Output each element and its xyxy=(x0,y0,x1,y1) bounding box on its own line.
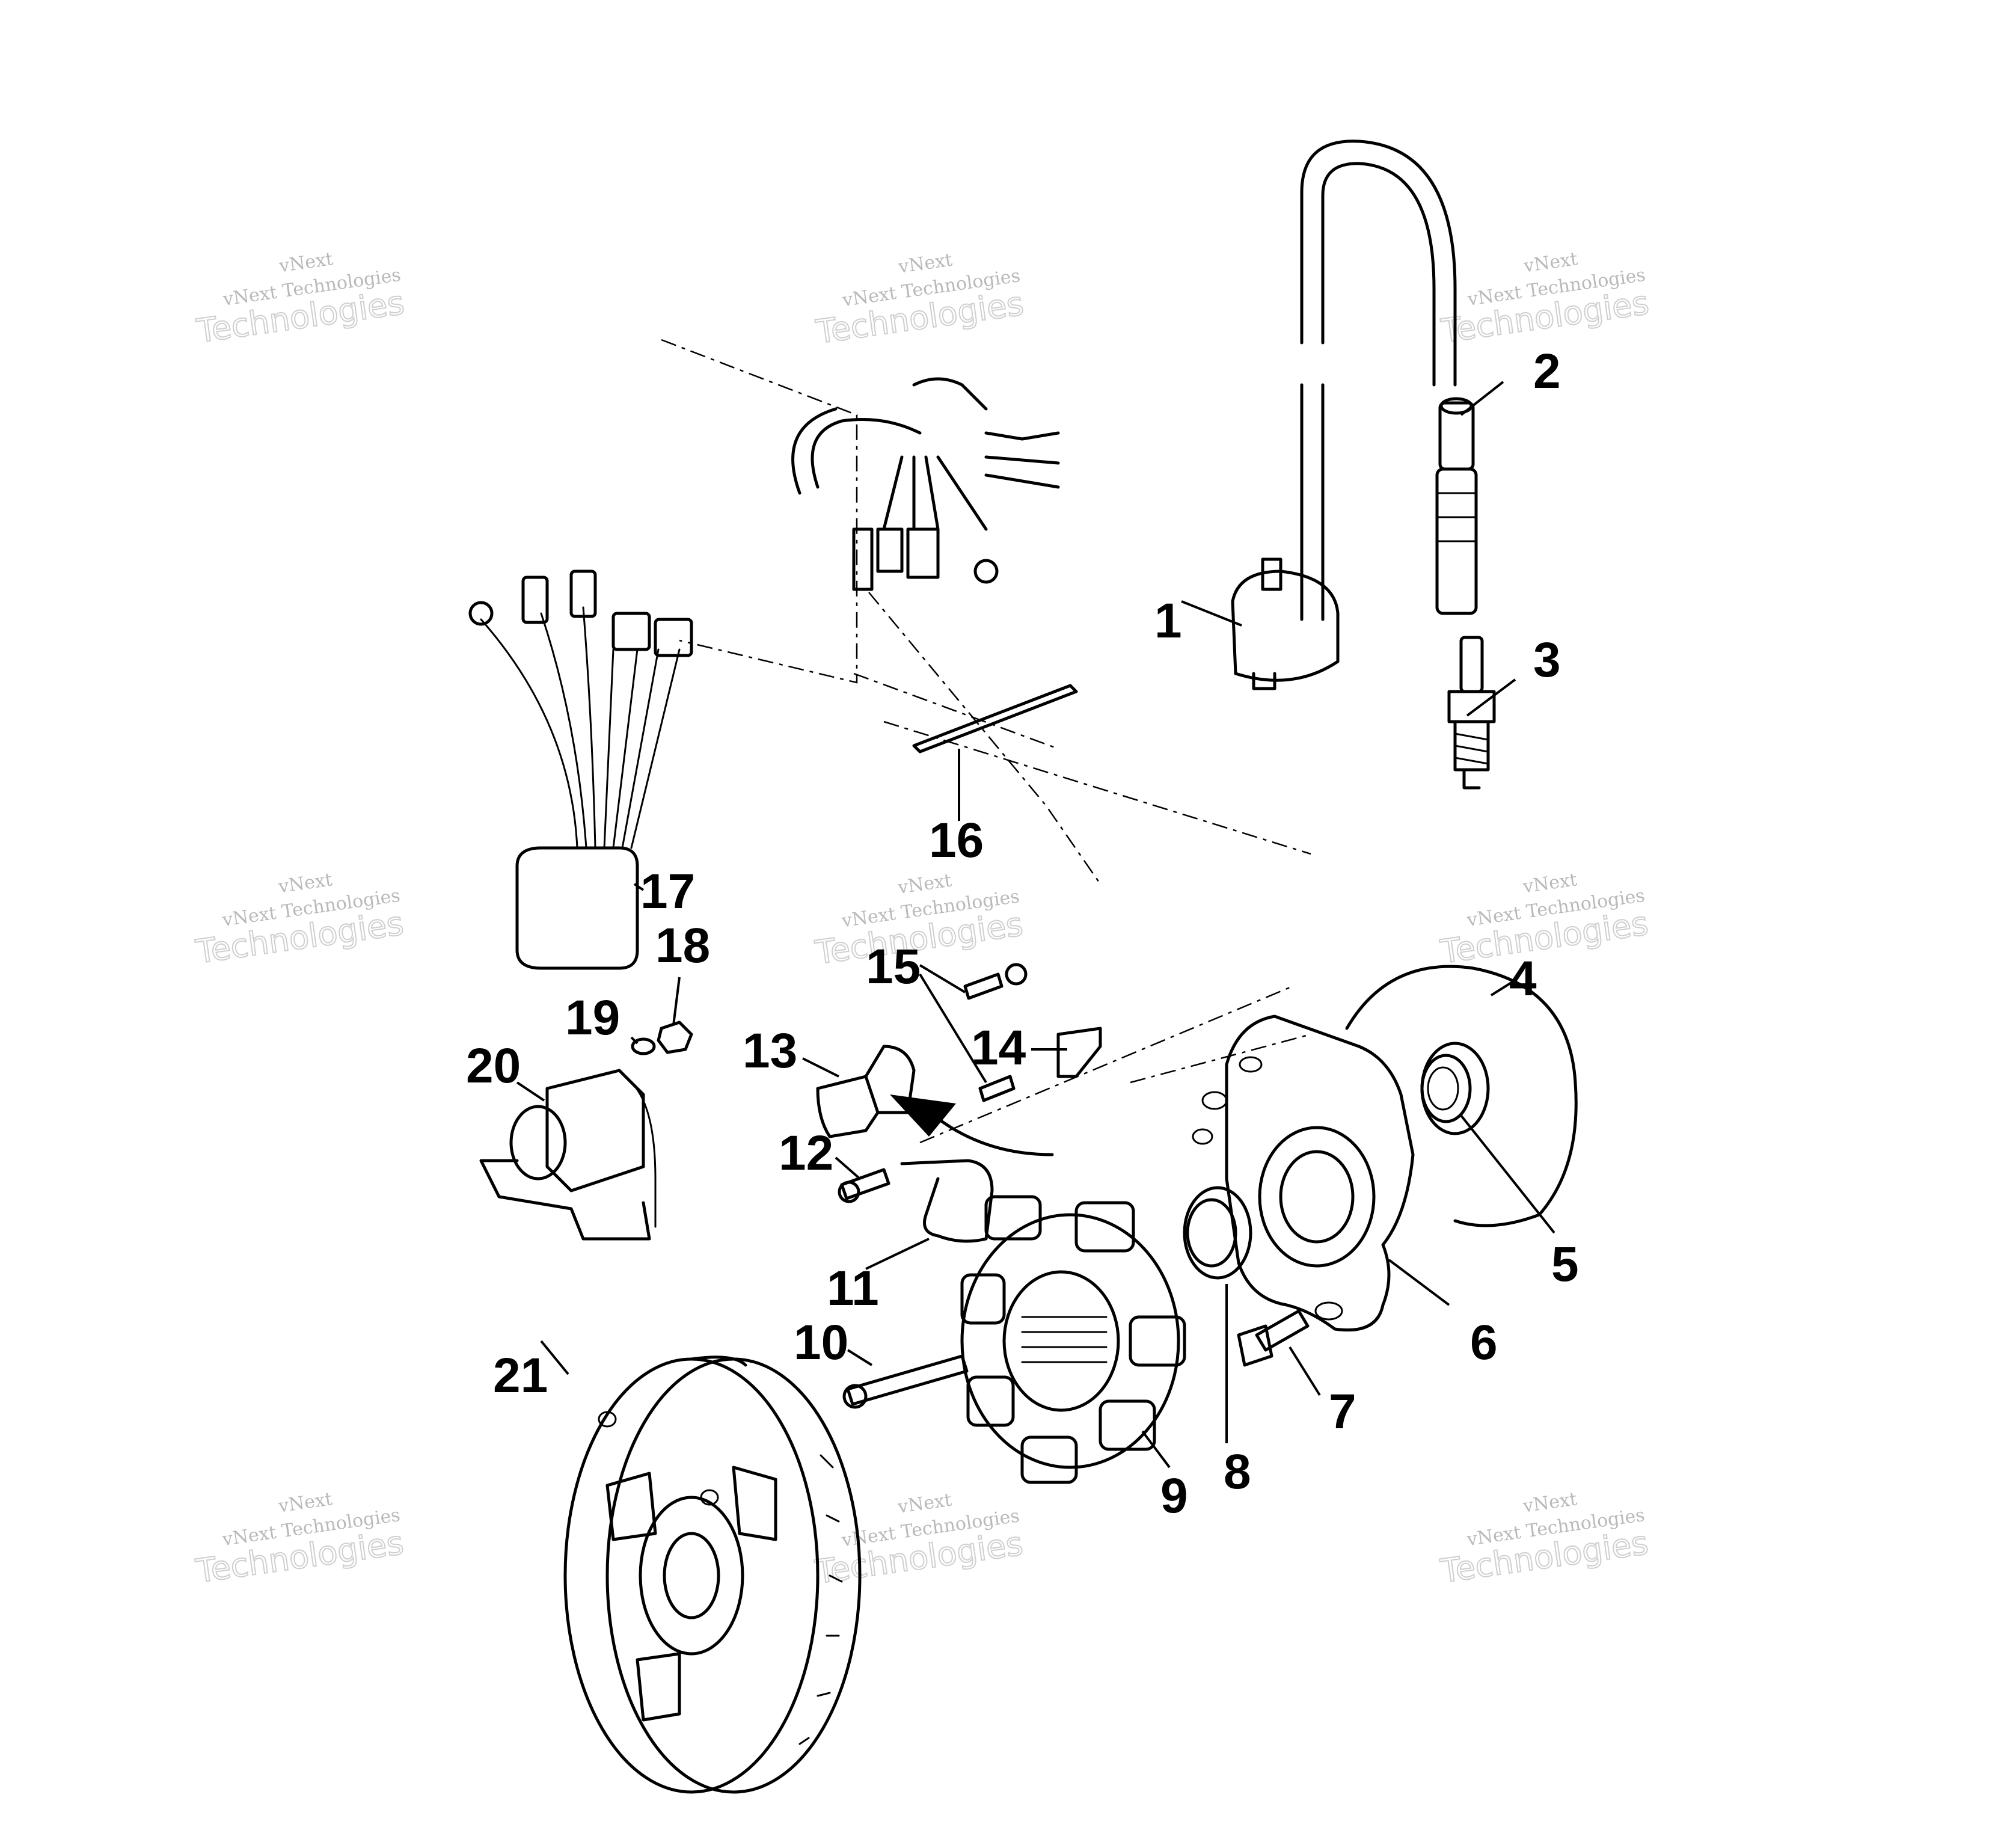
watermark-mid-left: vNext vNext Technologies Technologies xyxy=(193,869,406,971)
callout-14-label: 14 xyxy=(971,1021,1026,1075)
watermark-bottom-right: vNext vNext Technologies Technologies xyxy=(1438,1488,1651,1591)
bracket-14 xyxy=(1056,1027,1102,1078)
watermark-top-right: vNext vNext Technologies Technologies xyxy=(1438,248,1652,351)
callout-6-label: 6 xyxy=(1470,1315,1498,1370)
callout-15-label: 15 xyxy=(866,939,921,994)
watermark-line1: vNext xyxy=(896,250,954,278)
callout-20-label: 20 xyxy=(466,1039,521,1093)
callout-9-label: 9 xyxy=(1160,1469,1188,1523)
callout-11-label: 11 xyxy=(827,1261,879,1316)
pulser-coil xyxy=(816,1045,916,1138)
callout-13-label: 13 xyxy=(743,1024,797,1078)
callout-5-label: 5 xyxy=(1551,1237,1579,1292)
watermark-top-left: vNext vNext Technologies Technologies xyxy=(194,248,407,351)
stator-coil xyxy=(960,1195,1186,1484)
bolt-7 xyxy=(1237,1309,1310,1367)
callout-16-label: 16 xyxy=(929,813,984,868)
callout-8-label: 8 xyxy=(1224,1444,1251,1499)
watermark-bottom-center: vNext vNext Technologies Technologies xyxy=(812,1490,1026,1592)
watermark-bottom-left: vNext vNext Technologies Technologies xyxy=(193,1488,406,1591)
callout-7-label: 7 xyxy=(1329,1384,1356,1439)
washer-19 xyxy=(631,1037,656,1055)
nut-18 xyxy=(657,1021,693,1054)
watermark-line1: vNext xyxy=(1521,869,1578,897)
screw-10 xyxy=(842,1354,969,1409)
tie-strap xyxy=(912,684,1078,754)
starter-solenoid xyxy=(479,1069,657,1241)
callout-4-label: 4 xyxy=(1509,951,1537,1006)
watermark-line1: vNext xyxy=(896,870,953,898)
assembly-lines xyxy=(661,339,1311,1144)
callout-1-label: 2 xyxy=(1533,344,1561,399)
callout-10-label: 10 xyxy=(794,1315,848,1370)
callout-12-label: 12 xyxy=(779,1126,833,1180)
clamp-11 xyxy=(900,1159,994,1243)
callout-2-label: 1 xyxy=(1154,594,1182,648)
watermark-top-center: vNext vNext Technologies Technologies xyxy=(813,250,1026,352)
callout-18-label: 18 xyxy=(655,918,710,973)
watermark-line1: vNext xyxy=(896,1490,953,1518)
o-ring xyxy=(1345,965,1578,1227)
spark-plug-cap xyxy=(1435,397,1478,615)
wire-harness xyxy=(791,377,1060,591)
ignition-coil xyxy=(1231,140,1457,690)
watermark-line1: vNext xyxy=(1522,248,1579,277)
screws-15 xyxy=(963,963,1028,1102)
callout-19-label: 19 xyxy=(565,990,620,1045)
watermark-line1: vNext xyxy=(277,869,334,897)
callout-labels: 2 1 3 4 5 6 7 8 9 10 11 12 13 14 15 16 1… xyxy=(466,344,1579,1523)
watermark-mid-right: vNext vNext Technologies Technologies xyxy=(1438,869,1651,971)
seal-8 xyxy=(1183,1186,1252,1280)
rotation-arrow-icon xyxy=(890,1094,1054,1156)
callout-3-label: 3 xyxy=(1533,633,1561,687)
leader-lines xyxy=(516,381,1555,1469)
cdi-unit xyxy=(468,569,693,970)
flywheel xyxy=(563,1355,862,1794)
watermark-line1: vNext xyxy=(277,248,334,277)
spark-plug xyxy=(1447,636,1496,790)
oil-seal xyxy=(1420,1042,1490,1135)
watermark-line1: vNext xyxy=(277,1488,334,1517)
screw-12 xyxy=(838,1168,890,1203)
stator-housing xyxy=(1192,1015,1415,1332)
callout-21-label: 21 xyxy=(493,1348,548,1403)
callout-17-label: 17 xyxy=(640,864,695,919)
watermark-line1: vNext xyxy=(1521,1488,1578,1517)
